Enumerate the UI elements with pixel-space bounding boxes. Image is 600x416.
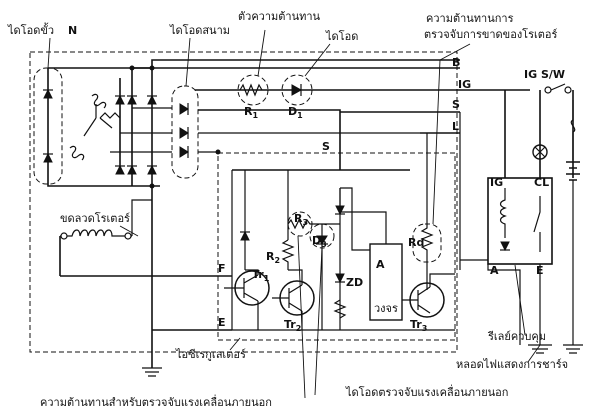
relay-cl-label: CL <box>534 176 549 189</box>
reg-tr-branch <box>244 170 341 330</box>
diode-label: ไดโอด <box>325 29 358 43</box>
fuse <box>570 100 576 160</box>
reg-rail-2 <box>231 170 455 331</box>
resistor-r3 <box>287 218 340 230</box>
field-diode-label: ไดโอดสนาม <box>169 23 230 37</box>
rd-label: Rd <box>408 236 424 249</box>
resistor-r2 <box>281 239 295 270</box>
ig-sw-label: IG S/W <box>524 68 565 81</box>
rotor-break-resistor-label-1: ความต้านทานการ <box>426 12 514 25</box>
rotor-break-resistor-label-2: ตรวจจับการขาดของโรเตอร์ <box>424 27 558 41</box>
block-a-label: A <box>376 258 385 271</box>
alternator-ground <box>142 186 162 377</box>
tr2-label: Tr2 <box>284 318 301 333</box>
battery <box>563 161 583 354</box>
rectifier-bridge <box>43 67 189 187</box>
transistor-tr1 <box>224 269 270 330</box>
charge-lamp-label: หลอดไฟแสดงการชาร์จ <box>456 358 568 371</box>
terminal-b: B <box>452 56 460 69</box>
ext-sense-resistor-label: ความต้านทานสำหรับตรวจจับแรงเคลื่อนภายนอก <box>40 394 272 409</box>
f-line <box>59 236 232 277</box>
r1-label: R1 <box>244 105 258 120</box>
r3-label: R3 <box>294 212 308 227</box>
relay-e-label: E <box>536 264 544 277</box>
reg-s-rail <box>232 112 410 171</box>
control-circuit-block <box>369 243 403 321</box>
output-to-b <box>151 59 460 68</box>
relay-box <box>487 177 553 265</box>
circuit-label: วงจร <box>374 302 398 315</box>
terminal-l: L <box>452 120 459 133</box>
charge-lamp <box>532 144 548 160</box>
resistor-r1 <box>239 83 263 97</box>
ext-sense-diode-label: ไดโอดตรวจจับแรงเคลื่อนภายนอก <box>345 384 508 399</box>
ig-switch <box>544 83 572 94</box>
rd-resistor <box>420 133 434 290</box>
relay-a-label: A <box>490 264 499 277</box>
diode-d3 <box>316 224 328 330</box>
d3-label: D3 <box>312 234 327 249</box>
terminal-ig: IG <box>458 78 471 91</box>
n-terminal-label: N <box>68 24 77 37</box>
field-diode-group <box>171 85 199 179</box>
leader-lines <box>47 29 541 399</box>
terminal-s-inner: S <box>322 140 330 153</box>
terminal-f: F <box>218 262 226 275</box>
rotor-coil <box>60 199 152 240</box>
terminal-e: E <box>218 316 226 329</box>
diode-d1 <box>291 84 303 96</box>
d1-label: D1 <box>288 105 303 120</box>
rotor-coil-label: ขดลวดโรเตอร์ <box>60 211 130 225</box>
stator-diode-label: ไดโอดขั้ว <box>7 22 54 37</box>
ic-regulator-label: ไอซีเรกูเลเตอร์ <box>175 348 246 361</box>
resistor-label: ตัวความต้านทาน <box>238 10 321 23</box>
terminal-s: S <box>452 98 460 111</box>
tr3-label: Tr3 <box>410 318 427 333</box>
alternator-boundary <box>29 51 458 353</box>
zd-label: ZD <box>346 276 363 289</box>
ic-regulator-boundary <box>217 152 456 341</box>
control-relay-label: รีเลย์ควบคุม <box>487 330 546 343</box>
tr1-label: Tr1 <box>252 268 270 283</box>
r2-label: R2 <box>266 250 280 265</box>
field-diode-out <box>198 109 341 112</box>
stator-winding <box>69 93 121 161</box>
relay-ig-label: IG <box>490 176 503 189</box>
transistor-tr3 <box>402 273 455 318</box>
